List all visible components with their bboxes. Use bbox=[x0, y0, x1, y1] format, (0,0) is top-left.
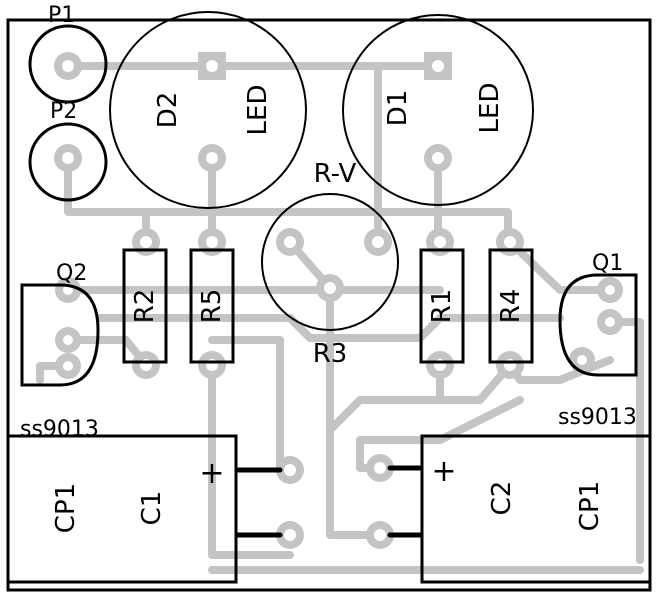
label-plus-left: + bbox=[199, 456, 224, 491]
pad-r2-1 bbox=[132, 228, 160, 256]
label-r4: R4 bbox=[496, 289, 526, 324]
trace-c-lower bbox=[326, 426, 384, 539]
label-r3: R3 bbox=[313, 339, 348, 369]
trace-cross bbox=[326, 284, 514, 434]
label-q1-part: ss9013 bbox=[558, 405, 637, 430]
d1-outline bbox=[342, 14, 534, 206]
board-outline bbox=[6, 18, 652, 592]
pad-q1-2 bbox=[597, 309, 623, 335]
pad-r1-1 bbox=[426, 228, 454, 256]
pads bbox=[54, 52, 623, 549]
pad-q1-3 bbox=[569, 347, 595, 373]
silkscreen bbox=[6, 11, 652, 584]
pad-d1-a bbox=[424, 52, 452, 80]
label-d1: D1 bbox=[383, 90, 413, 127]
label-d2: D2 bbox=[153, 92, 183, 129]
trace-r5-c1 bbox=[208, 361, 294, 559]
label-r5: R5 bbox=[197, 289, 227, 324]
label-c1: C1 bbox=[137, 491, 167, 526]
r5-outline bbox=[189, 248, 235, 364]
p2-outline bbox=[28, 122, 108, 202]
label-r2: R2 bbox=[130, 289, 160, 324]
label-cp1-right: CP1 bbox=[575, 481, 605, 531]
pad-d1-k bbox=[424, 144, 452, 172]
label-cp1-left: CP1 bbox=[51, 483, 81, 533]
pad-r4-1 bbox=[496, 228, 524, 256]
label-p2: P2 bbox=[50, 99, 77, 124]
c1-outline bbox=[6, 434, 238, 584]
pad-rv-3 bbox=[316, 274, 344, 302]
pad-p1 bbox=[54, 52, 82, 80]
pad-d2-a bbox=[198, 52, 226, 80]
rv-outline bbox=[261, 193, 399, 331]
pad-r4-2 bbox=[496, 351, 524, 379]
pad-r5-2 bbox=[198, 351, 226, 379]
pad-rv-2 bbox=[364, 228, 392, 256]
q1-outline bbox=[558, 273, 638, 377]
label-c2: C2 bbox=[487, 481, 517, 516]
c2-outline bbox=[420, 434, 652, 584]
label-r1: R1 bbox=[427, 289, 457, 324]
pad-r5-1 bbox=[198, 228, 226, 256]
labels: P1 P2 D2 LED D1 LED R-V R3 R2 R5 R1 R4 Q… bbox=[20, 3, 637, 533]
pad-rv-1 bbox=[276, 228, 304, 256]
label-rv: R-V bbox=[314, 159, 357, 189]
trace-q1-base bbox=[506, 238, 614, 294]
r1-outline bbox=[419, 248, 465, 364]
pad-c2-minus bbox=[366, 521, 394, 549]
trace-r5-mid bbox=[208, 336, 284, 474]
pad-p2 bbox=[54, 144, 82, 172]
pad-c2-plus bbox=[366, 454, 394, 482]
pad-c1-plus bbox=[276, 456, 304, 484]
p1-outline bbox=[28, 24, 108, 104]
pad-q2-3 bbox=[55, 353, 81, 379]
r4-outline bbox=[488, 248, 534, 364]
q2-outline bbox=[20, 283, 100, 387]
pad-r1-2 bbox=[426, 351, 454, 379]
d2-outline bbox=[109, 11, 307, 209]
label-q2-part: ss9013 bbox=[20, 417, 99, 442]
pad-r2-2 bbox=[132, 351, 160, 379]
pad-d2-k bbox=[198, 144, 226, 172]
pad-c1-minus bbox=[276, 521, 304, 549]
pad-q2-2 bbox=[55, 327, 81, 353]
label-q1: Q1 bbox=[592, 251, 623, 276]
label-p1: P1 bbox=[48, 3, 75, 28]
label-led-right: LED bbox=[475, 83, 505, 134]
label-led-left: LED bbox=[243, 85, 273, 136]
r2-outline bbox=[122, 248, 168, 364]
trace-p2-down bbox=[64, 154, 512, 246]
pad-q1-1 bbox=[597, 277, 623, 303]
label-q2: Q2 bbox=[56, 261, 87, 286]
label-plus-right: + bbox=[431, 454, 456, 489]
